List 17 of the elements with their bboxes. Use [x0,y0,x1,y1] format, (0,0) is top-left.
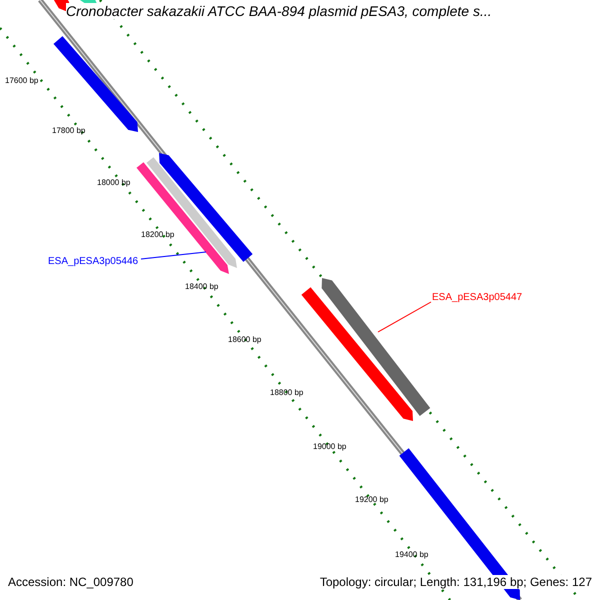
title: Cronobacter sakazakii ATCC BAA-894 plasmid pESA3, complete s... [66,3,492,19]
info-text: Topology: circular; Length: 131,196 bp; Genes: 127 [320,575,592,589]
tick-label: 19200 bp [355,495,388,504]
info-text: Accession: NC_009780 [8,575,134,589]
tick-label: 18400 bp [185,282,218,291]
gene-arrow [136,162,229,274]
gene-arrow [301,287,413,421]
tick-label: 17600 bp [5,76,38,85]
tick-label: 19400 bp [395,550,428,559]
tick-label: 17800 bp [52,126,86,135]
tick-label: 18800 bp [270,388,304,397]
tick-label: 18200 bp [141,230,174,239]
leader-line [378,302,432,332]
gene-label: ESA_pESA3p05447 [432,292,522,303]
tick-label: 19000 bp [313,442,346,451]
tick-label: 18600 bp [228,335,262,344]
gene-label: ESA_pESA3p05446 [48,256,138,267]
